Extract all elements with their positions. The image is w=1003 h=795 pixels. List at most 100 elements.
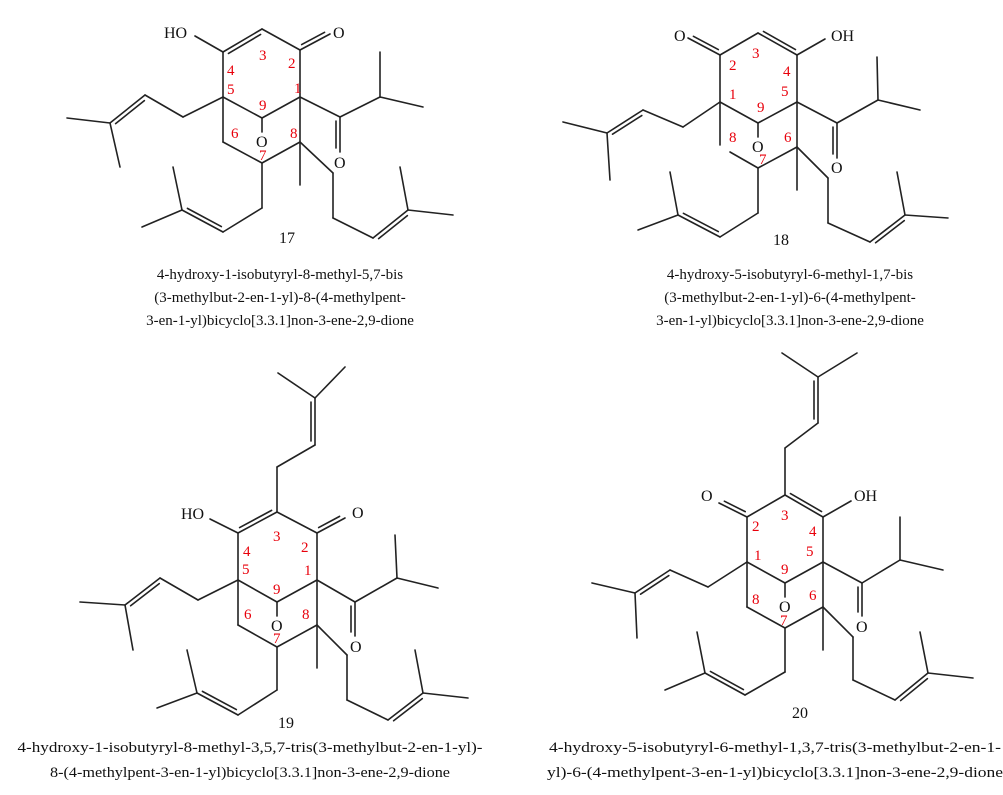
double-bond-line xyxy=(129,582,161,607)
bond xyxy=(387,692,424,721)
bond xyxy=(904,214,949,219)
bond xyxy=(796,146,829,179)
bond xyxy=(354,577,398,603)
compound-number: 17 xyxy=(279,230,295,247)
bond xyxy=(784,494,824,518)
bond xyxy=(124,604,134,651)
bond xyxy=(186,649,198,694)
bond xyxy=(642,109,684,128)
locant-3: 3 xyxy=(752,46,760,62)
bond xyxy=(346,699,389,721)
bond xyxy=(822,500,852,518)
bond xyxy=(822,606,854,638)
locant-5: 5 xyxy=(242,562,250,578)
bond xyxy=(156,692,198,709)
bond xyxy=(407,209,454,216)
bond xyxy=(687,37,721,56)
bond xyxy=(757,101,798,124)
bond xyxy=(781,352,819,378)
oxygen-label: O xyxy=(271,618,283,635)
bond xyxy=(299,141,334,174)
compound-number: 19 xyxy=(278,715,294,732)
bond xyxy=(634,569,671,594)
bond xyxy=(316,517,346,534)
bond xyxy=(182,96,224,118)
bond xyxy=(276,579,318,603)
locant-9: 9 xyxy=(781,562,789,578)
oxygen-label: O xyxy=(752,139,764,156)
bond xyxy=(634,592,638,639)
locant-8: 8 xyxy=(302,607,310,623)
bond xyxy=(591,582,636,594)
bond xyxy=(822,561,863,584)
bond xyxy=(927,672,974,679)
locant-2: 2 xyxy=(288,56,296,72)
bond xyxy=(899,559,944,571)
double-bond-line xyxy=(186,207,223,228)
locant-5: 5 xyxy=(781,84,789,100)
double-bond-line xyxy=(227,33,262,55)
bond xyxy=(861,559,901,584)
oxygen-label: O xyxy=(334,155,346,172)
bond xyxy=(704,672,746,696)
oxygen-label: O xyxy=(350,639,362,656)
compound-number: 20 xyxy=(792,705,808,722)
bond xyxy=(718,502,748,518)
bond xyxy=(277,372,316,399)
compound-name-line: yl)-6-(4-methylpent-3-en-1-yl)bicyclo[3.… xyxy=(547,765,1003,781)
bond xyxy=(299,96,341,118)
bond xyxy=(396,577,439,589)
bond xyxy=(261,141,301,164)
bond xyxy=(276,444,316,468)
double-bond-line xyxy=(709,670,745,691)
locant-7: 7 xyxy=(259,148,267,164)
locant-8: 8 xyxy=(729,130,737,146)
bond xyxy=(222,96,263,119)
bond xyxy=(222,28,263,53)
bond xyxy=(669,569,709,588)
bond xyxy=(109,94,146,124)
bond xyxy=(109,122,121,168)
locant-7: 7 xyxy=(273,631,281,647)
bond xyxy=(682,101,721,128)
bond xyxy=(237,624,278,648)
compound-number: 18 xyxy=(773,232,789,249)
locant-1: 1 xyxy=(304,563,312,579)
locant-3: 3 xyxy=(259,48,267,64)
bond xyxy=(719,101,759,124)
bond xyxy=(669,171,679,216)
bond xyxy=(316,624,348,656)
double-bond-line xyxy=(682,212,720,233)
bond xyxy=(719,212,759,238)
compound-name-line: 4-hydroxy-5-isobutyryl-6-methyl-1,7-bis xyxy=(667,267,913,283)
double-bond-line xyxy=(639,574,670,595)
compound-name-line: 4-hydroxy-1-isobutyryl-8-methyl-5,7-bis xyxy=(157,267,403,283)
bond xyxy=(784,561,824,584)
double-bond-line xyxy=(762,30,797,51)
bond xyxy=(379,96,424,108)
bond xyxy=(744,671,786,696)
locant-2: 2 xyxy=(752,519,760,535)
locant-8: 8 xyxy=(752,592,760,608)
bond xyxy=(784,422,819,449)
locant-2: 2 xyxy=(729,58,737,74)
bond xyxy=(729,151,759,169)
oxygen-label: O xyxy=(779,599,791,616)
locant-1: 1 xyxy=(729,87,737,103)
bond xyxy=(197,579,239,601)
locant-6: 6 xyxy=(244,607,252,623)
locant-9: 9 xyxy=(757,100,765,116)
bond xyxy=(637,214,679,231)
bond xyxy=(276,511,318,534)
bond xyxy=(719,32,759,56)
double-bond-line xyxy=(114,99,146,125)
bond xyxy=(261,28,301,51)
locant-3: 3 xyxy=(781,508,789,524)
bond xyxy=(796,101,838,124)
bond xyxy=(299,33,331,51)
bond xyxy=(919,631,929,674)
bond xyxy=(896,171,906,216)
